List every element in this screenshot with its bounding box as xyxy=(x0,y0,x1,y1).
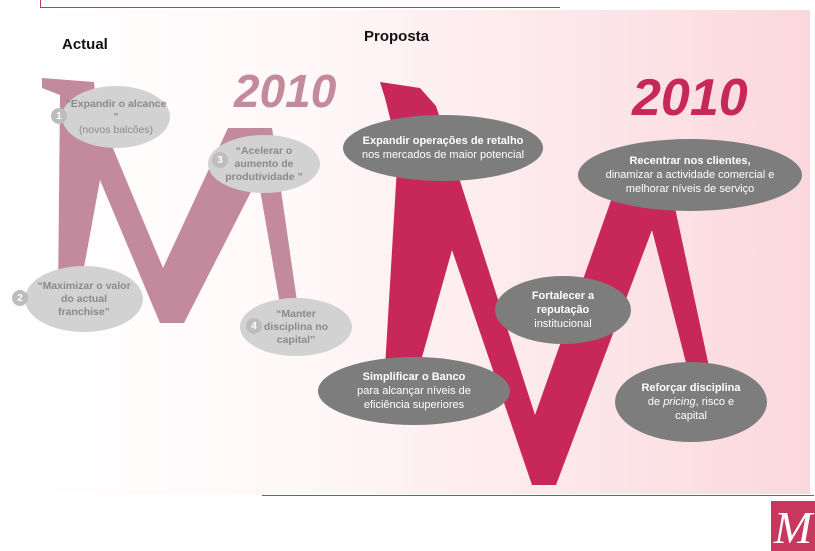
actual-item-2: “Maximizar o valor do actual franchise” xyxy=(25,266,143,332)
proposta-item-5: Reforçar disciplina de pricing, risco e c… xyxy=(615,362,767,442)
proposta-item-3: Fortalecer a reputação institucional xyxy=(495,276,631,344)
proposta-item-1-sub: nos mercados de maior potencial xyxy=(361,149,525,161)
proposta-item-5-sub-pre: de xyxy=(647,396,664,408)
proposta-item-2-text: Simplificar o Banco xyxy=(362,371,466,383)
actual-item-1-text: “Expandir o alcance ” xyxy=(65,97,167,123)
header-rule xyxy=(40,7,560,8)
proposta-item-3-sub: institucional xyxy=(534,318,592,330)
proposta-item-1-text: Expandir operações de retalho xyxy=(362,135,524,147)
proposta-item-2-sub: para alcançar níveis de eficiência super… xyxy=(357,385,471,411)
year-proposta: 2010 xyxy=(632,69,748,127)
label-actual: Actual xyxy=(62,36,108,53)
actual-item-4-number: 4 xyxy=(246,318,262,334)
actual-item-1-sub: (novos balcões) xyxy=(78,123,154,136)
proposta-item-5-sub-post: , risco e capital xyxy=(675,396,735,422)
proposta-item-4-sub: dinamizar a actividade comercial e melho… xyxy=(605,169,775,195)
year-actual: 2010 xyxy=(234,65,337,117)
actual-item-3-number: 3 xyxy=(212,152,228,168)
footer-rule xyxy=(262,495,814,496)
actual-item-2-text: “Maximizar o valor do actual franchise” xyxy=(37,279,131,318)
label-proposta: Proposta xyxy=(364,28,430,45)
proposta-item-1: Expandir operações de retalho nos mercad… xyxy=(343,115,543,181)
actual-item-2-number: 2 xyxy=(12,290,28,306)
header-rule-vertical xyxy=(40,0,41,8)
proposta-item-4-text: Recentrar nos clientes, xyxy=(629,155,751,167)
proposta-item-2: Simplificar o Banco para alcançar níveis … xyxy=(318,357,510,425)
proposta-item-4: Recentrar nos clientes, dinamizar a activ… xyxy=(578,139,802,211)
proposta-item-5-sub-italic: pricing xyxy=(663,396,696,408)
brand-logo-letter: M xyxy=(773,502,813,551)
proposta-item-3-text: Fortalecer a reputação xyxy=(531,290,595,316)
actual-item-4-text: “Manter disciplina no capital” xyxy=(263,307,329,346)
actual-item-1: “Expandir o alcance ”(novos balcões) xyxy=(62,86,170,148)
actual-item-3-text: “Acelerar o aumento de produtividade ” xyxy=(225,144,303,183)
brand-logo: M xyxy=(771,501,815,551)
actual-item-1-number: 1 xyxy=(51,108,67,124)
proposta-item-5-text: Reforçar disciplina xyxy=(641,382,741,394)
